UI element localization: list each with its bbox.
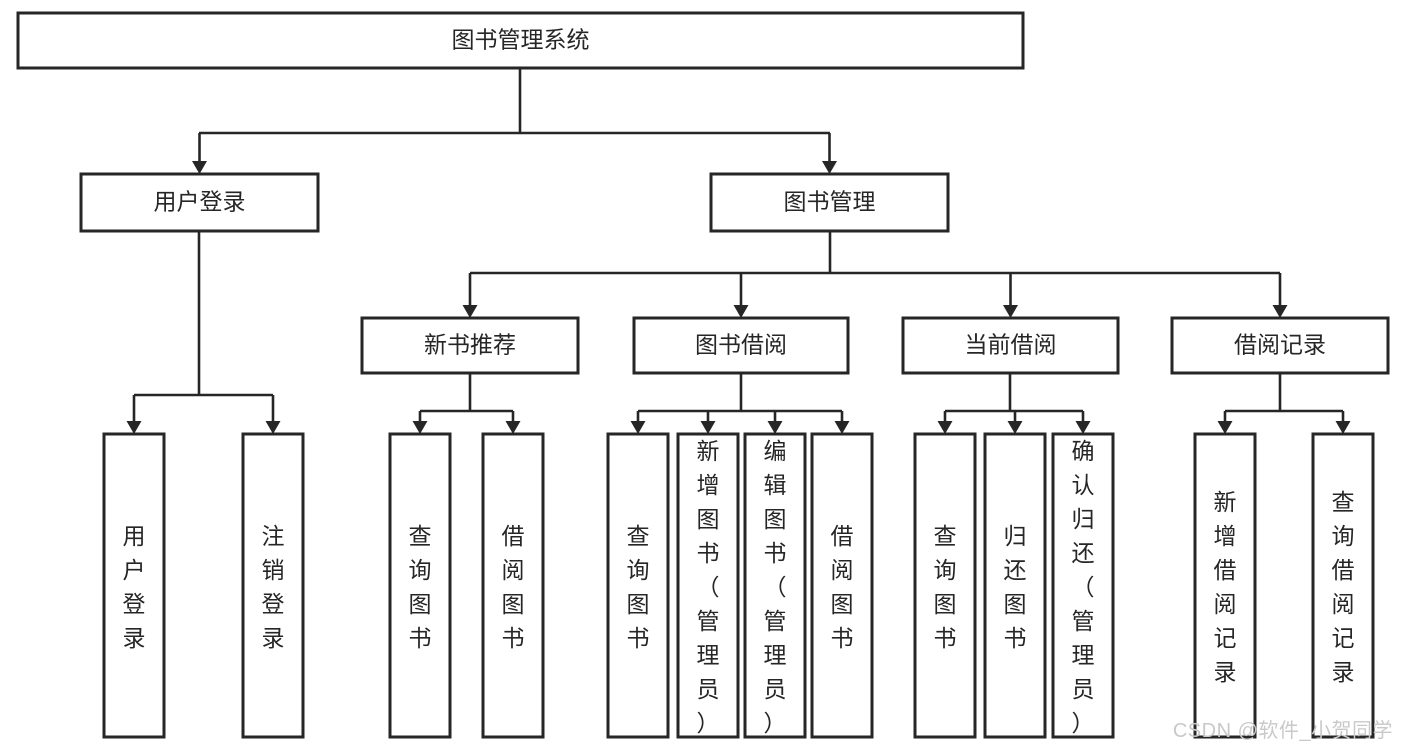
node-label-leaf-edit-book: 编辑图书（管理员） bbox=[764, 438, 787, 736]
node-box-leaf-user-login bbox=[102, 432, 166, 739]
node-label-book-borrow: 图书借阅 bbox=[695, 332, 787, 358]
node-label-root: 图书管理系统 bbox=[452, 27, 590, 53]
node-label-leaf-borrow-book-1: 借阅图书 bbox=[502, 523, 525, 651]
node-leaf-query-book-3[interactable]: 查询图书 bbox=[913, 432, 977, 739]
arrow-head-leaf_query_record bbox=[1335, 421, 1351, 434]
node-box-leaf-add-record bbox=[1193, 432, 1257, 739]
arrow-head-leaf_confirm_return bbox=[1075, 421, 1091, 434]
node-box-new-book-rec bbox=[360, 316, 580, 375]
arrow-head-leaf_add_record bbox=[1217, 421, 1233, 434]
node-label-book-manage: 图书管理 bbox=[784, 189, 876, 215]
arrow-head-book_borrow bbox=[733, 305, 749, 318]
arrow-head-leaf_query_book_3 bbox=[937, 421, 953, 434]
node-label-leaf-add-record: 新增借阅记录 bbox=[1214, 489, 1237, 685]
node-label-leaf-query-book-2: 查询图书 bbox=[627, 523, 650, 651]
node-box-leaf-confirm-return bbox=[1051, 432, 1115, 739]
node-label-borrow-record: 借阅记录 bbox=[1234, 332, 1326, 358]
arrow-head-leaf_query_book_1 bbox=[412, 421, 428, 434]
node-box-book-borrow bbox=[632, 316, 850, 375]
node-box-leaf-query-book-2 bbox=[606, 432, 670, 739]
arrow-head-leaf_borrow_book_2 bbox=[834, 421, 850, 434]
node-box-leaf-query-book-1 bbox=[388, 432, 452, 739]
node-borrow-record[interactable]: 借阅记录 bbox=[1170, 316, 1390, 375]
node-book-borrow[interactable]: 图书借阅 bbox=[632, 316, 850, 375]
arrow-head-borrow_record bbox=[1272, 305, 1288, 318]
arrow-head-book_manage bbox=[822, 161, 837, 174]
node-leaf-add-record[interactable]: 新增借阅记录 bbox=[1193, 432, 1257, 739]
node-new-book-rec[interactable]: 新书推荐 bbox=[360, 316, 580, 375]
node-label-leaf-confirm-return: 确认归还（管理员） bbox=[1072, 438, 1095, 736]
node-box-leaf-return-book bbox=[983, 432, 1047, 739]
node-leaf-return-book[interactable]: 归还图书 bbox=[983, 432, 1047, 739]
arrow-head-leaf_add_book bbox=[700, 421, 716, 434]
node-label-leaf-return-book: 归还图书 bbox=[1004, 523, 1027, 651]
node-box-leaf-edit-book bbox=[743, 432, 807, 739]
node-layer: 图书管理系统用户登录图书管理新书推荐图书借阅当前借阅借阅记录用户登录注销登录查询… bbox=[16, 11, 1390, 739]
node-leaf-query-record[interactable]: 查询借阅记录 bbox=[1311, 432, 1375, 739]
node-current-borrow[interactable]: 当前借阅 bbox=[901, 316, 1120, 375]
node-book-manage[interactable]: 图书管理 bbox=[709, 172, 950, 233]
node-label-leaf-query-book-3: 查询图书 bbox=[934, 523, 957, 651]
arrow-head-current_borrow bbox=[1003, 305, 1018, 318]
node-label-leaf-query-record: 查询借阅记录 bbox=[1332, 489, 1355, 685]
arrow-head-leaf_logout bbox=[265, 421, 281, 434]
node-leaf-edit-book[interactable]: 编辑图书（管理员） bbox=[743, 432, 807, 739]
connector-layer bbox=[126, 68, 1351, 434]
node-label-leaf-query-book-1: 查询图书 bbox=[409, 523, 432, 651]
node-leaf-query-book-2[interactable]: 查询图书 bbox=[606, 432, 670, 739]
node-box-book-manage bbox=[709, 172, 950, 233]
node-leaf-logout[interactable]: 注销登录 bbox=[241, 432, 305, 739]
node-user-login[interactable]: 用户登录 bbox=[79, 172, 320, 233]
node-box-leaf-borrow-book-2 bbox=[810, 432, 874, 739]
node-leaf-borrow-book-2[interactable]: 借阅图书 bbox=[810, 432, 874, 739]
node-leaf-user-login[interactable]: 用户登录 bbox=[102, 432, 166, 739]
node-box-leaf-query-record bbox=[1311, 432, 1375, 739]
node-box-current-borrow bbox=[901, 316, 1120, 375]
arrow-head-leaf_query_book_2 bbox=[630, 421, 646, 434]
node-box-leaf-logout bbox=[241, 432, 305, 739]
node-label-user-login: 用户登录 bbox=[154, 189, 246, 215]
node-leaf-add-book[interactable]: 新增图书（管理员） bbox=[676, 432, 740, 739]
node-label-new-book-rec: 新书推荐 bbox=[424, 332, 516, 358]
node-label-leaf-user-login: 用户登录 bbox=[123, 523, 146, 651]
arrow-head-leaf_edit_book bbox=[767, 421, 783, 434]
arrow-head-leaf_user_login bbox=[126, 421, 142, 434]
node-label-current-borrow: 当前借阅 bbox=[965, 332, 1057, 358]
arrow-head-leaf_return_book bbox=[1007, 421, 1023, 434]
node-root[interactable]: 图书管理系统 bbox=[16, 11, 1025, 70]
node-label-leaf-logout: 注销登录 bbox=[262, 523, 285, 651]
node-label-leaf-add-book: 新增图书（管理员） bbox=[697, 438, 720, 736]
node-box-borrow-record bbox=[1170, 316, 1390, 375]
arrow-head-user_login bbox=[192, 161, 207, 174]
node-box-user-login bbox=[79, 172, 320, 233]
node-leaf-borrow-book-1[interactable]: 借阅图书 bbox=[481, 432, 545, 739]
arrow-head-leaf_borrow_book_1 bbox=[505, 421, 521, 434]
node-box-leaf-add-book bbox=[676, 432, 740, 739]
node-box-root bbox=[16, 11, 1025, 70]
arrow-head-new_book_rec bbox=[462, 305, 478, 318]
node-leaf-confirm-return[interactable]: 确认归还（管理员） bbox=[1051, 432, 1115, 739]
node-label-leaf-borrow-book-2: 借阅图书 bbox=[831, 523, 854, 651]
node-box-leaf-borrow-book-1 bbox=[481, 432, 545, 739]
node-box-leaf-query-book-3 bbox=[913, 432, 977, 739]
node-leaf-query-book-1[interactable]: 查询图书 bbox=[388, 432, 452, 739]
